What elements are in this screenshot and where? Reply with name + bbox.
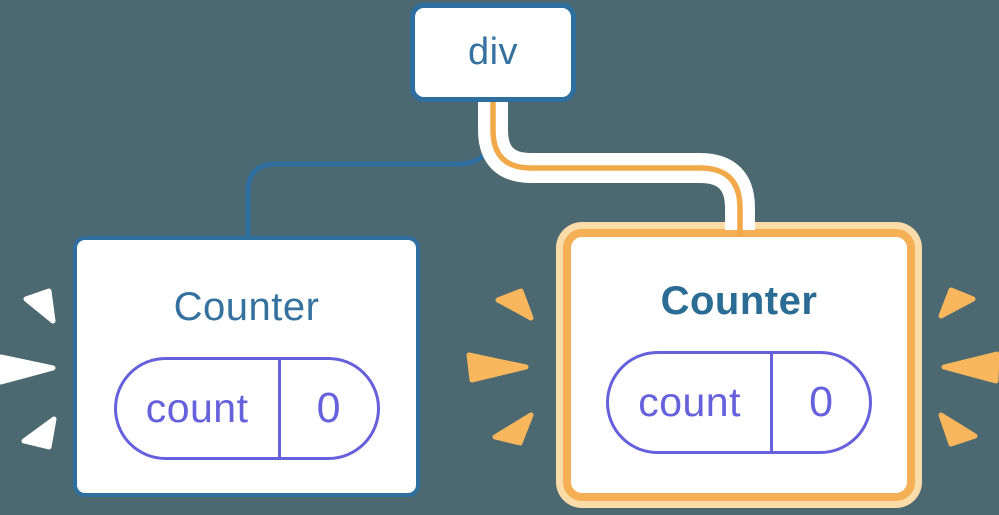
state-key: count [609,354,774,451]
spark-icon [941,351,999,384]
tree-node-counter-left: Counter count 0 [73,236,420,497]
tree-node-counter-right-highlighted: Counter count 0 [556,222,922,508]
emphasis-sparks-orange-left [466,288,534,446]
counter-title: Counter [660,279,818,323]
state-pill: count 0 [606,351,872,454]
blue-connector-wire [245,104,496,240]
highlight-ring-inner: Counter count 0 [563,229,915,501]
emphasis-sparks-orange-right [938,287,999,447]
state-value: 0 [316,384,341,432]
state-value: 0 [809,378,834,426]
emphasis-sparks-white [0,288,57,450]
spark-icon [21,416,57,450]
spark-icon [938,412,978,447]
spark-icon [0,354,56,385]
spark-icon [495,288,534,321]
spark-icon [492,412,534,446]
state-key: count [117,360,281,457]
orange-connector-wire [490,100,743,237]
spark-icon [466,352,529,383]
counter-title: Counter [173,285,320,329]
spark-icon [23,288,56,324]
root-node-label: div [467,31,519,73]
spark-icon [938,287,976,319]
orange-connector-casing [478,100,755,230]
state-pill: count 0 [113,357,380,460]
tree-node-div: div [410,3,576,102]
